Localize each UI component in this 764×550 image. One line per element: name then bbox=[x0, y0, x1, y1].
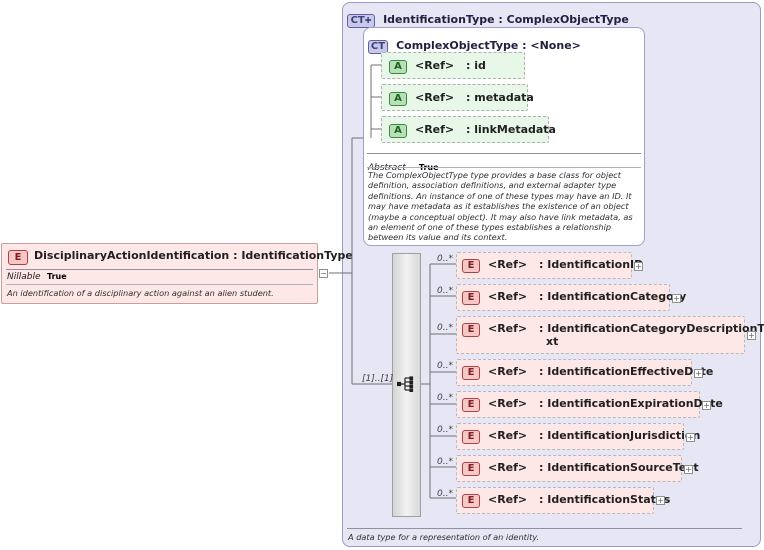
ct-header: CT✚ IdentificationType : ComplexObjectTy… bbox=[347, 8, 629, 28]
sequence-icon bbox=[397, 376, 414, 392]
attribute-name: : linkMetadata bbox=[466, 123, 556, 136]
element-name: : IdentificationJurisdiction bbox=[539, 429, 701, 442]
expand-toggle[interactable]: + bbox=[747, 331, 756, 340]
attribute-icon: A bbox=[389, 92, 407, 106]
element-icon: E bbox=[462, 291, 480, 305]
element-name: : IdentificationStatus bbox=[539, 493, 671, 506]
sequence-occurrence: [1]..[1] bbox=[362, 374, 394, 384]
attribute-ref: <Ref> bbox=[415, 91, 455, 104]
element-ref: <Ref> bbox=[488, 397, 528, 410]
expand-toggle[interactable]: + bbox=[634, 262, 643, 271]
element-identification-effective-date[interactable]: E <Ref> : IdentificationEffectiveDate bbox=[456, 359, 713, 386]
attribute-icon: A bbox=[389, 124, 407, 138]
element-ref: <Ref> bbox=[488, 429, 528, 442]
element-icon: E bbox=[8, 250, 28, 265]
root-element-title: DisciplinaryActionIdentification : Ident… bbox=[34, 249, 353, 262]
attribute-metadata[interactable]: A <Ref> : metadata bbox=[381, 84, 534, 111]
element-occurrence: 0..* bbox=[437, 254, 453, 264]
element-ref: <Ref> bbox=[488, 493, 528, 506]
element-identification-category-description-text[interactable]: E <Ref> : IdentificationCategoryDescript… bbox=[456, 316, 764, 354]
attribute-ref: <Ref> bbox=[415, 59, 455, 72]
complex-type-documentation: A data type for a representation of an i… bbox=[348, 532, 540, 542]
element-identification-status[interactable]: E <Ref> : IdentificationStatus bbox=[456, 487, 670, 514]
element-icon: E bbox=[462, 494, 480, 508]
complex-type-title: IdentificationType : ComplexObjectType bbox=[383, 13, 629, 26]
expand-toggle[interactable]: + bbox=[684, 465, 693, 474]
element-icon: E bbox=[462, 462, 480, 476]
element-name-continued: xt bbox=[546, 335, 559, 348]
root-element-documentation: An identification of a disciplinary acti… bbox=[7, 288, 274, 298]
nillable-label: Nillable bbox=[7, 272, 41, 282]
element-icon: E bbox=[462, 259, 480, 273]
element-occurrence: 0..* bbox=[437, 425, 453, 435]
nillable-value: True bbox=[47, 272, 67, 281]
base-type-header: CT ComplexObjectType : <None> bbox=[368, 34, 581, 54]
element-name: : IdentificationExpirationDate bbox=[539, 397, 723, 410]
element-occurrence: 0..* bbox=[437, 393, 453, 403]
root-separator bbox=[6, 269, 313, 270]
collapse-toggle[interactable]: − bbox=[319, 269, 328, 278]
element-icon: E bbox=[462, 366, 480, 380]
expand-toggle[interactable]: + bbox=[694, 369, 703, 378]
element-identification-category[interactable]: E <Ref> : IdentificationCategory bbox=[456, 284, 686, 311]
element-occurrence: 0..* bbox=[437, 361, 453, 371]
attribute-id[interactable]: A <Ref> : id bbox=[381, 52, 525, 79]
base-type-separator bbox=[367, 153, 641, 154]
element-occurrence: 0..* bbox=[437, 323, 453, 333]
root-element-box[interactable]: E DisciplinaryActionIdentification : Ide… bbox=[1, 243, 353, 304]
element-identification-expiration-date[interactable]: E <Ref> : IdentificationExpirationDate bbox=[456, 391, 723, 418]
element-icon: E bbox=[462, 323, 480, 337]
complex-type-icon: CT✚ bbox=[347, 14, 375, 28]
doc-separator bbox=[347, 528, 742, 529]
attribute-ref: <Ref> bbox=[415, 123, 455, 136]
base-type-documentation: The ComplexObjectType type provides a ba… bbox=[368, 170, 633, 243]
element-name: : IdentificationEffectiveDate bbox=[539, 365, 714, 378]
element-icon: E bbox=[462, 398, 480, 412]
abstract-label: Abstract bbox=[368, 163, 406, 173]
element-name: : IdentificationSourceText bbox=[539, 461, 699, 474]
complex-type-icon: CT bbox=[368, 40, 388, 54]
expand-toggle[interactable]: + bbox=[672, 294, 681, 303]
element-ref: <Ref> bbox=[488, 461, 528, 474]
sequence-compositor[interactable] bbox=[392, 253, 421, 517]
element-name: : IdentificationCategory bbox=[539, 290, 687, 303]
element-occurrence: 0..* bbox=[437, 457, 453, 467]
element-icon: E bbox=[462, 430, 480, 444]
expand-toggle[interactable]: + bbox=[702, 401, 711, 410]
attribute-link-metadata[interactable]: A <Ref> : linkMetadata bbox=[381, 116, 556, 143]
element-name: : IdentificationID bbox=[539, 258, 644, 271]
attribute-name: : metadata bbox=[466, 91, 534, 104]
element-occurrence: 0..* bbox=[437, 286, 453, 296]
element-ref: <Ref> bbox=[488, 258, 528, 271]
element-occurrence: 0..* bbox=[437, 489, 453, 499]
element-identification-jurisdiction[interactable]: E <Ref> : IdentificationJurisdiction bbox=[456, 423, 700, 450]
element-ref: <Ref> bbox=[488, 365, 528, 378]
element-name: : IdentificationCategoryDescriptionTe bbox=[539, 322, 764, 335]
element-identification-source-text[interactable]: E <Ref> : IdentificationSourceText bbox=[456, 455, 699, 482]
element-identification-id[interactable]: E <Ref> : IdentificationID bbox=[456, 252, 643, 279]
attribute-icon: A bbox=[389, 60, 407, 74]
expand-toggle[interactable]: + bbox=[656, 496, 665, 505]
element-ref: <Ref> bbox=[488, 322, 528, 335]
element-ref: <Ref> bbox=[488, 290, 528, 303]
attribute-name: : id bbox=[466, 59, 486, 72]
base-type-title: ComplexObjectType : <None> bbox=[396, 39, 581, 52]
expand-toggle[interactable]: + bbox=[686, 433, 695, 442]
abstract-separator bbox=[367, 167, 641, 168]
nillable-separator bbox=[6, 284, 313, 285]
